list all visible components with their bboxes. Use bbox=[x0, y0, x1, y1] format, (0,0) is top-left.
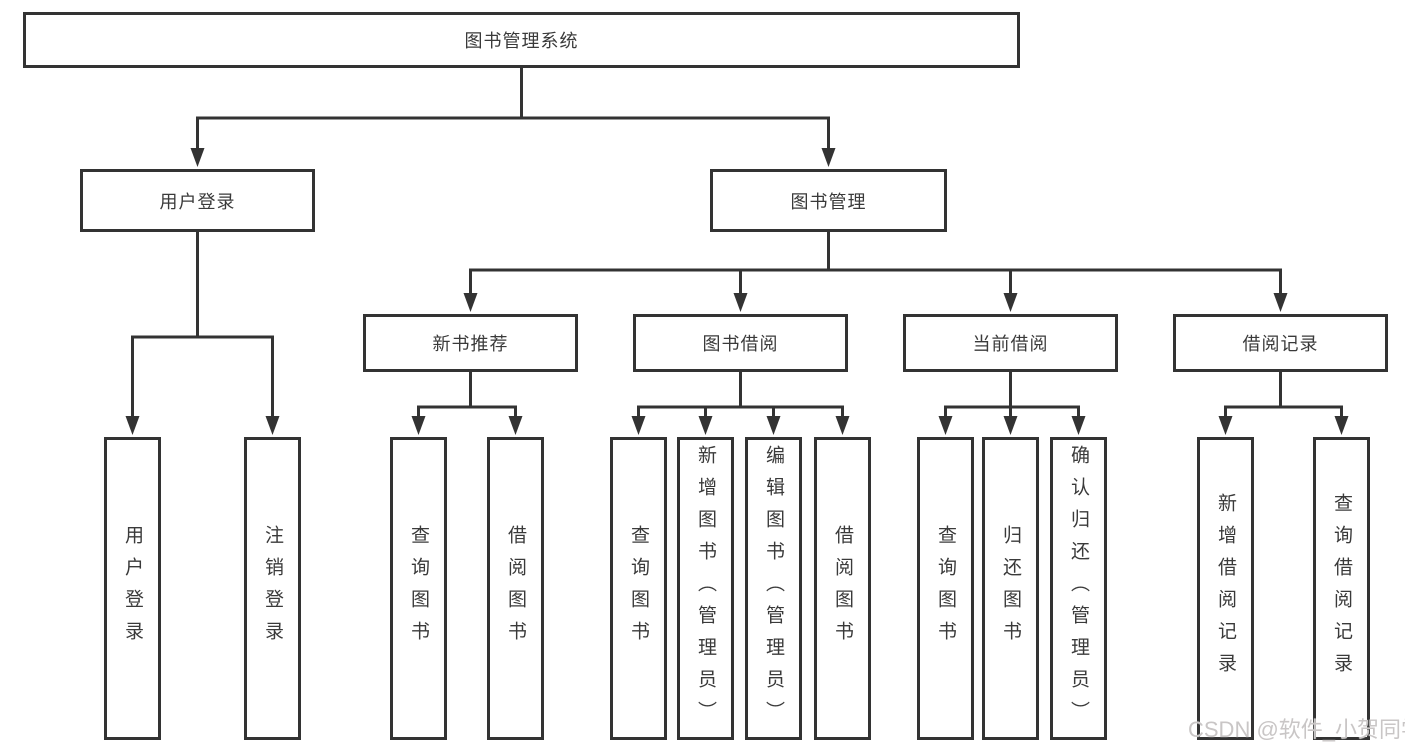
connector-currentborrow-to-leaves bbox=[944, 371, 1080, 417]
arrowheads bbox=[125, 148, 1349, 435]
leaf-add-borrow-record-label: 新增借阅记录 bbox=[1215, 492, 1236, 685]
leaf-logout: 注销登录 bbox=[244, 437, 301, 740]
connector-bookborrow-to-leaves bbox=[637, 371, 844, 417]
leaf-query-books-current-label: 查询图书 bbox=[935, 524, 956, 653]
connector-borrowrecords-to-leaves bbox=[1224, 371, 1343, 417]
leaf-query-borrow-record-label: 查询借阅记录 bbox=[1331, 492, 1352, 685]
csdn-watermark: CSDN @软件_小贺同学 bbox=[1188, 717, 1405, 742]
leaf-query-books-recommend-label: 查询图书 bbox=[408, 524, 429, 653]
node-user-login-label: 用户登录 bbox=[159, 191, 236, 212]
leaf-user-login: 用户登录 bbox=[104, 437, 161, 740]
leaf-confirm-return-admin: 确认归还（管理员） bbox=[1050, 437, 1107, 740]
connector-newbooks-to-leaves bbox=[417, 371, 517, 417]
node-borrow-records: 借阅记录 bbox=[1173, 314, 1388, 372]
node-current-borrow-label: 当前借阅 bbox=[972, 334, 1049, 354]
node-book-management-label: 图书管理 bbox=[790, 191, 867, 212]
node-new-book-recommend-label: 新书推荐 bbox=[432, 334, 509, 354]
leaf-logout-label: 注销登录 bbox=[262, 524, 283, 653]
leaf-edit-book-admin-label: 编辑图书（管理员） bbox=[763, 444, 784, 733]
node-user-login: 用户登录 bbox=[80, 169, 315, 232]
leaf-confirm-return-admin-label: 确认归还（管理员） bbox=[1068, 444, 1089, 733]
leaf-borrow-books-recommend: 借阅图书 bbox=[487, 437, 544, 740]
connector-userlogin-to-leaves bbox=[131, 231, 274, 417]
node-new-book-recommend: 新书推荐 bbox=[363, 314, 578, 372]
leaf-query-books-recommend: 查询图书 bbox=[390, 437, 447, 740]
leaf-borrow-books: 借阅图书 bbox=[814, 437, 871, 740]
leaf-add-borrow-record: 新增借阅记录 bbox=[1197, 437, 1254, 740]
leaf-query-books-current: 查询图书 bbox=[917, 437, 974, 740]
leaf-edit-book-admin: 编辑图书（管理员） bbox=[745, 437, 802, 740]
leaf-query-borrow-record: 查询借阅记录 bbox=[1313, 437, 1370, 740]
node-book-management: 图书管理 bbox=[710, 169, 947, 232]
node-book-borrow-label: 图书借阅 bbox=[702, 334, 779, 354]
connector-root-to-level2 bbox=[196, 65, 830, 149]
leaf-return-book-label: 归还图书 bbox=[1000, 524, 1021, 653]
node-library-system: 图书管理系统 bbox=[23, 12, 1020, 68]
node-current-borrow: 当前借阅 bbox=[903, 314, 1118, 372]
connector-bookmgmt-to-level3 bbox=[469, 231, 1282, 294]
leaf-user-login-label: 用户登录 bbox=[122, 524, 143, 653]
leaf-borrow-books-recommend-label: 借阅图书 bbox=[505, 524, 526, 653]
node-borrow-records-label: 借阅记录 bbox=[1242, 334, 1319, 354]
leaf-add-book-admin: 新增图书（管理员） bbox=[677, 437, 734, 740]
node-book-borrow: 图书借阅 bbox=[633, 314, 848, 372]
leaf-query-books-borrow-label: 查询图书 bbox=[628, 524, 649, 653]
leaf-borrow-books-label: 借阅图书 bbox=[832, 524, 853, 653]
leaf-return-book: 归还图书 bbox=[982, 437, 1039, 740]
node-library-system-label: 图书管理系统 bbox=[464, 31, 579, 51]
leaf-query-books-borrow: 查询图书 bbox=[610, 437, 667, 740]
leaf-add-book-admin-label: 新增图书（管理员） bbox=[695, 444, 716, 733]
